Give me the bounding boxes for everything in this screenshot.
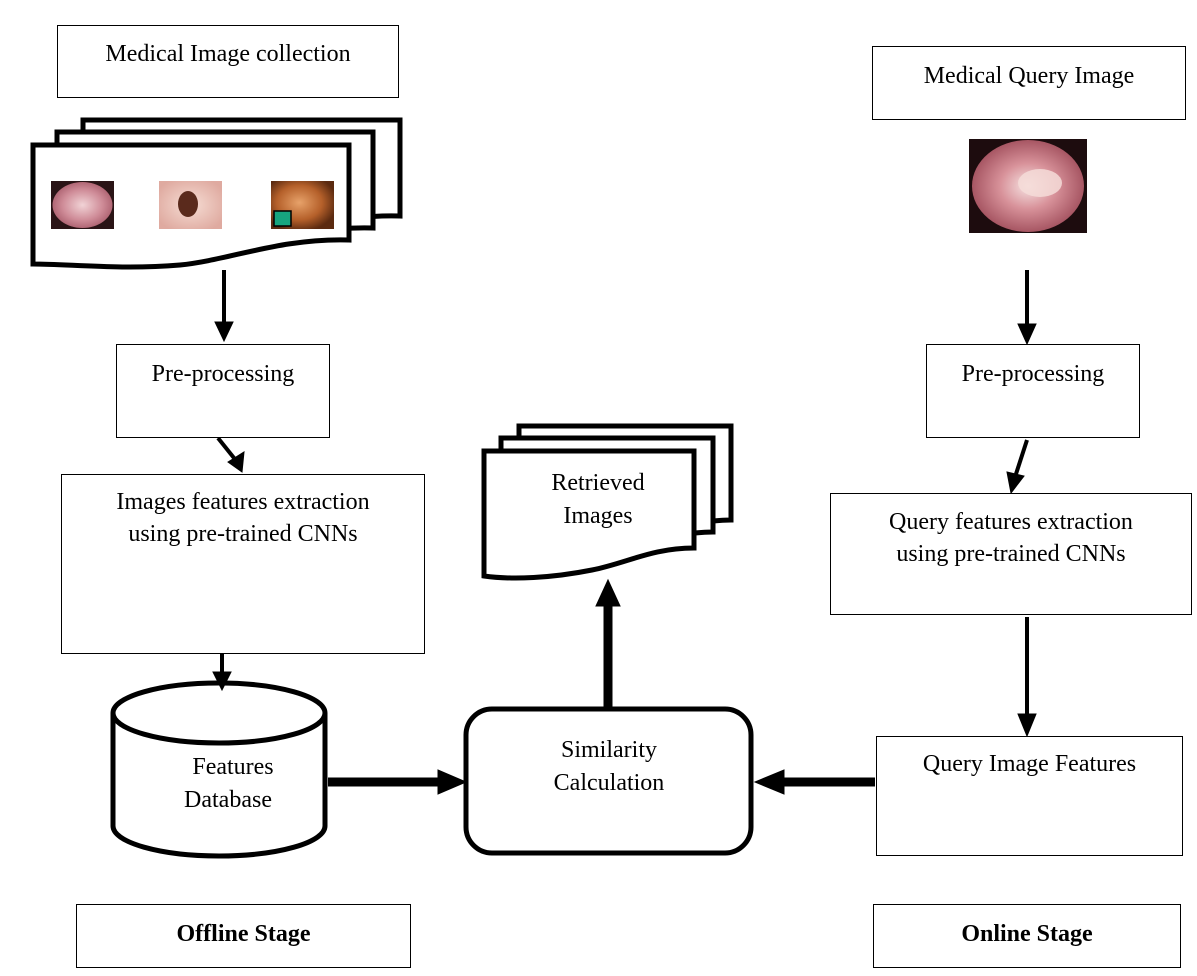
images-extraction-line2: using pre-trained CNNs — [128, 521, 358, 547]
query-extraction-line2: using pre-trained CNNs — [896, 541, 1126, 567]
query-features-label: Query Image Features — [922, 751, 1137, 777]
arrows — [212, 270, 1037, 795]
collection-label-box — [57, 25, 399, 98]
online-preprocess-label: Pre-processing — [961, 361, 1105, 387]
images-extraction-line1: Images features extraction — [116, 489, 370, 515]
query-label-box — [872, 46, 1186, 120]
db-label-line2: Database — [184, 787, 272, 813]
similarity-line1: Similarity — [561, 737, 657, 763]
thumbnail-endoscopy-1 — [52, 182, 113, 228]
features-database-cylinder — [110, 680, 328, 859]
online-stage-box — [873, 904, 1181, 968]
retrieved-images-stack — [481, 423, 734, 581]
offline-stage-box — [76, 904, 411, 968]
online-preprocess-box — [926, 344, 1140, 438]
query-extraction-box — [830, 493, 1192, 615]
retrieved-line2: Images — [563, 503, 633, 529]
collection-thumbnails — [51, 181, 334, 229]
query-image — [969, 139, 1087, 233]
arrow-preprocess-to-extraction — [216, 436, 236, 460]
offline-preprocess-box — [116, 344, 330, 438]
db-label-line1: Features — [192, 754, 274, 780]
collection-label: Medical Image collection — [105, 41, 351, 67]
thumbnail-lesion — [178, 191, 198, 217]
online-stage-label: Online Stage — [961, 921, 1093, 947]
thumbnail-marker — [273, 210, 292, 227]
query-features-box — [876, 736, 1183, 856]
similarity-box — [463, 706, 754, 856]
images-extraction-box — [61, 474, 425, 654]
query-image-label: Medical Query Image — [923, 63, 1135, 89]
query-extraction-line1: Query features extraction — [889, 509, 1133, 535]
offline-preprocess-label: Pre-processing — [151, 361, 295, 387]
offline-stage-label: Offline Stage — [176, 921, 311, 947]
retrieved-line1: Retrieved — [551, 470, 645, 496]
similarity-line2: Calculation — [553, 770, 665, 796]
arrow-preprocess-to-query-extraction — [1014, 439, 1029, 475]
